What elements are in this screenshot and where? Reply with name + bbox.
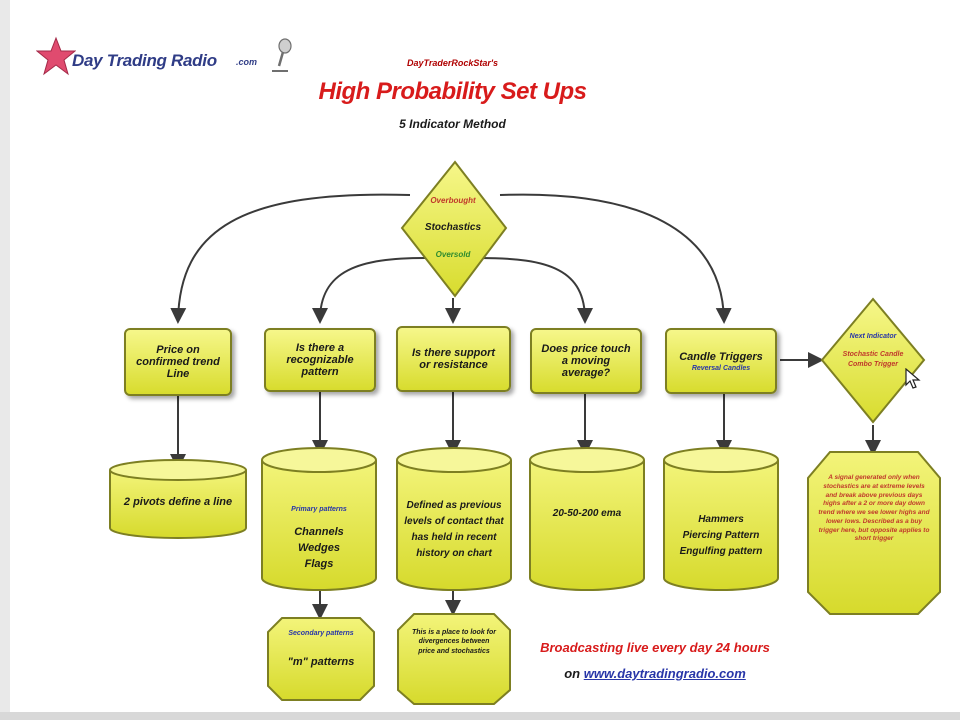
result-trendline-text: 2 pivots define a line (123, 496, 233, 508)
cylinder-ema (529, 447, 645, 591)
arrow-top-to-candle (499, 193, 732, 324)
result-support-line1: Defined as previous (406, 500, 502, 511)
broadcast-url-link[interactable]: www.daytradingradio.com (583, 666, 746, 681)
page-title: High Probability Set Ups (318, 78, 587, 105)
result-candles-line3: Engulfing pattern (679, 546, 763, 557)
next-indicator-diamond (820, 297, 926, 424)
diamond-overbought: Overbought (430, 196, 476, 205)
logo-suffix: .com (236, 57, 258, 67)
next-indicator-line2: Combo Trigger (847, 361, 899, 368)
result-candles-line1: Hammers (698, 514, 744, 525)
result-ema-text: 20-50-200 ema (552, 508, 622, 519)
cylinder-trendline (109, 459, 247, 539)
diamond-stochastics: Stochastics (424, 222, 482, 233)
next-indicator-line1: Stochastic Candle (842, 351, 904, 358)
subtitle-method: 5 Indicator Method (399, 117, 506, 131)
next-indicator-title: Next Indicator (849, 333, 897, 340)
secondary-pattern-label: "m" patterns (287, 656, 355, 668)
result-support-line3: has held in recent (411, 532, 497, 543)
subtitle-top: DayTraderRockStar's (406, 58, 499, 68)
question-pattern: Is there a recognizable pattern (264, 328, 376, 392)
secondary-pattern-heading: Secondary patterns (288, 630, 354, 637)
question-candle-label: Candle Triggers (679, 350, 763, 363)
result-candles-line2: Piercing Pattern (682, 530, 760, 541)
question-support-label: Is there support or resistance (411, 347, 496, 371)
question-trend-line: Price on confirmed trend Line (124, 328, 232, 396)
logo-text: Day Trading Radio (72, 51, 217, 70)
signal-note-text: A signal generated only when stochastics… (818, 474, 930, 543)
question-pattern-label: Is there a recognizable pattern (286, 342, 354, 378)
signal-octagon (807, 451, 941, 615)
question-candle-sublabel: Reversal Candles (691, 364, 751, 372)
star-icon (36, 36, 76, 76)
question-trend-line-label: Price on confirmed trend Line (136, 344, 220, 380)
bottom-frame-edge (0, 712, 960, 720)
result-patterns-heading: Primary patterns (291, 506, 347, 513)
result-patterns-line2: Wedges (298, 542, 340, 554)
question-candle-triggers: Candle Triggers Reversal Candles (665, 328, 777, 394)
stochastics-decision-diamond (400, 160, 508, 298)
result-patterns-line3: Flags (304, 558, 334, 570)
arrow-top-to-pattern (312, 257, 426, 324)
diamond-oversold: Oversold (435, 250, 471, 259)
divergence-note-box (397, 613, 511, 705)
result-patterns-line1: Channels (294, 526, 344, 538)
mouse-cursor-icon (905, 368, 921, 389)
question-support-resistance: Is there support or resistance (396, 326, 511, 392)
cylinder-patterns (261, 447, 377, 591)
arrow-top-to-ma (479, 257, 593, 324)
question-ma-label: Does price touch a moving average? (541, 343, 631, 379)
broadcast-url-line: on www.daytradingradio.com (520, 666, 790, 682)
broadcast-url-prefix: on (564, 666, 581, 681)
cylinder-support (396, 447, 512, 591)
broadcast-text: Broadcasting live every day 24 hours (540, 640, 770, 655)
cylinder-candles (663, 447, 779, 591)
result-support-line2: levels of contact that (404, 516, 504, 527)
arrow-top-to-trendline (170, 193, 411, 324)
question-moving-average: Does price touch a moving average? (530, 328, 642, 394)
microphone-icon (272, 38, 292, 72)
divergence-note-text: This is a place to look for divergences … (411, 629, 497, 655)
result-support-line4: history on chart (416, 548, 492, 559)
secondary-pattern-box (267, 617, 375, 701)
left-frame-edge (0, 0, 10, 720)
